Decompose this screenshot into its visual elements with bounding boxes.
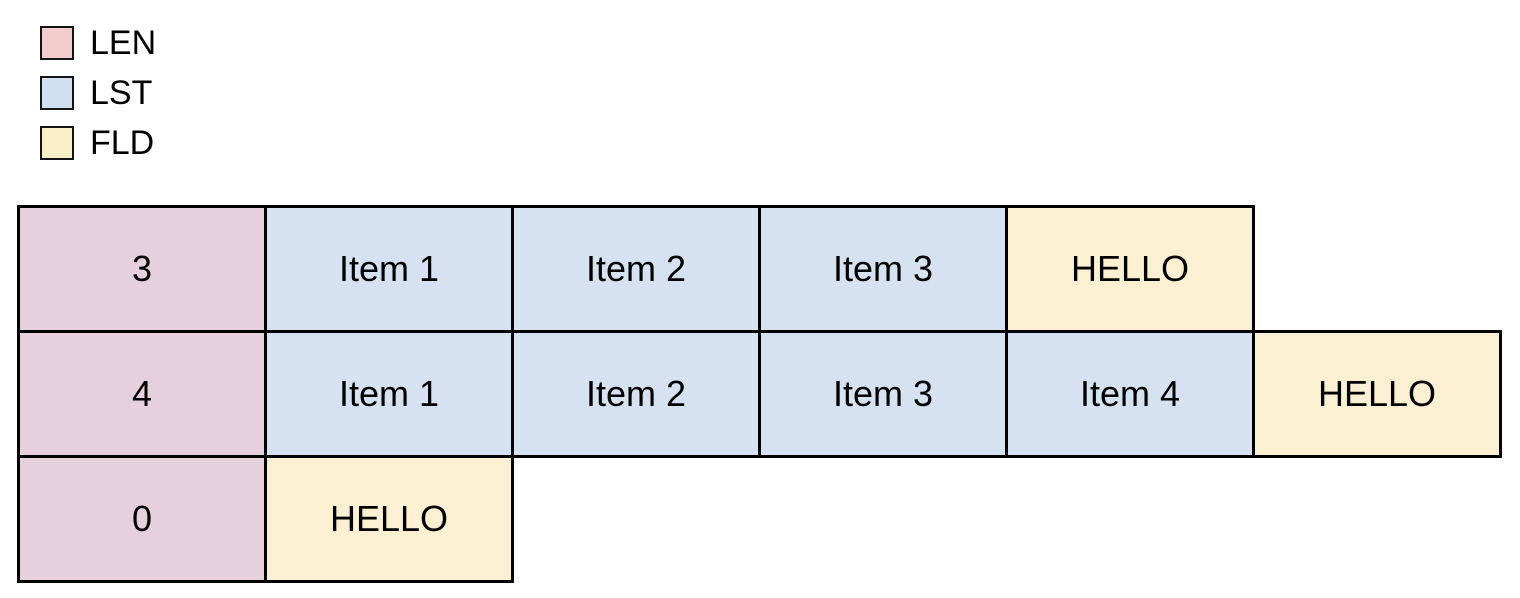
legend-item-len: LEN [40,26,156,60]
lst-cell: Item 4 [1005,330,1255,458]
lst-cell: Item 2 [511,330,761,458]
legend-label-len: LEN [90,24,157,62]
diagram-row-length-0: 0 HELLO [17,455,1502,583]
lst-cell: Item 1 [264,330,514,458]
fld-cell: HELLO [1005,205,1255,333]
legend-label-lst: LST [90,74,153,112]
len-color-swatch [40,26,74,60]
legend: LEN LST FLD [40,26,156,176]
len-cell: 0 [17,455,267,583]
len-cell: 4 [17,330,267,458]
lst-cell: Item 1 [264,205,514,333]
lst-color-swatch [40,76,74,110]
legend-label-fld: FLD [90,124,155,162]
len-cell: 3 [17,205,267,333]
lst-cell: Item 3 [758,205,1008,333]
lst-cell: Item 3 [758,330,1008,458]
diagram-row-length-4: 4 Item 1 Item 2 Item 3 Item 4 HELLO [17,330,1502,458]
lst-cell: Item 2 [511,205,761,333]
legend-item-lst: LST [40,76,156,110]
fld-color-swatch [40,126,74,160]
legend-item-fld: FLD [40,126,156,160]
fld-cell: HELLO [264,455,514,583]
fld-cell: HELLO [1252,330,1502,458]
diagram-row-length-3: 3 Item 1 Item 2 Item 3 HELLO [17,205,1502,333]
memory-layout-diagram: 3 Item 1 Item 2 Item 3 HELLO 4 Item 1 It… [17,205,1502,583]
